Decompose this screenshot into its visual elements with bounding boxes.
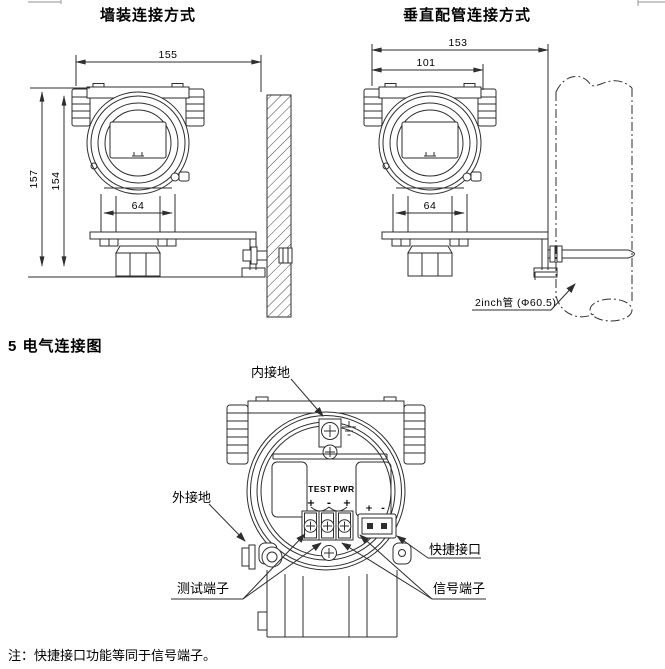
mounting-ear-right [392,542,412,565]
label-quick-connector: 快捷接口 [396,535,481,559]
u-bolt [534,245,635,280]
label-test-terminal: 测试端子 [171,533,322,600]
svg-text:-: - [381,504,385,514]
label-signal-terminal: 信号端子 [341,534,486,600]
svg-text:TEST: TEST [308,484,332,494]
svg-text:64: 64 [132,200,145,212]
terminal-block: TEST PWR + - + [301,484,354,541]
conduit-cap-right [403,404,426,465]
svg-text:快捷接口: 快捷接口 [429,542,481,557]
svg-text:155: 155 [158,49,177,61]
earth-symbol-icon [342,421,356,436]
wall-section [266,94,292,318]
footnote: 注：快捷接口功能等同于信号端子。 [8,648,217,663]
svg-text:PWR: PWR [333,484,354,494]
housing-top-cap [247,400,405,414]
page-border-fragments [28,0,665,6]
svg-text:2inch管 (Φ60.5): 2inch管 (Φ60.5) [475,296,556,309]
svg-text:信号端子: 信号端子 [433,581,485,596]
svg-text:内接地: 内接地 [251,365,290,380]
transmitter-pipe [363,83,558,278]
dim-153: 153 [371,37,549,237]
svg-text:+: + [343,498,351,509]
section-heading: 5 电气连接图 [8,338,103,355]
svg-text:101: 101 [416,57,435,69]
dim-155: 155 [30,49,262,92]
wall-mount-diagram: 155 157 154 64 [28,49,293,318]
quick-connector: + - [357,504,397,539]
external-ground-lug [241,544,283,570]
bottom-screw [321,545,337,561]
svg-text:+: + [365,504,373,514]
pipe [555,76,633,322]
dim-64-pipe: 64 [395,200,465,216]
pipe-mount-title: 垂直配管连接方式 [402,7,531,24]
dim-101: 101 [371,57,484,90]
dim-157: 157 [28,91,45,267]
label-internal-ground: 内接地 [251,365,324,417]
electrical-diagram: TEST PWR + - + + - [171,365,486,638]
dim-154: 154 [50,95,67,267]
pipe-mount-diagram: 153 101 64 2inch管 (Φ60.5) [363,37,635,322]
pipe-size-label: 2inch管 (Φ60.5) [472,283,576,311]
svg-text:-: - [327,498,331,509]
wall-mount-title: 墙装连接方式 [99,7,196,24]
terminal-side-panel-left [271,461,308,518]
svg-text:+: + [307,498,315,509]
svg-text:测试端子: 测试端子 [177,581,229,596]
svg-text:64: 64 [424,200,437,212]
svg-text:157: 157 [28,169,40,188]
svg-text:154: 154 [50,171,62,190]
svg-text:外接地: 外接地 [172,490,211,505]
dim-64-wall: 64 [103,200,173,216]
housing-neck [257,570,398,638]
label-external-ground: 外接地 [172,490,246,542]
conduit-cap-left [226,404,249,465]
transmitter-wall [71,83,266,278]
wall-bolt [242,246,293,265]
svg-text:153: 153 [448,37,467,49]
internal-ground-screw [318,418,356,460]
